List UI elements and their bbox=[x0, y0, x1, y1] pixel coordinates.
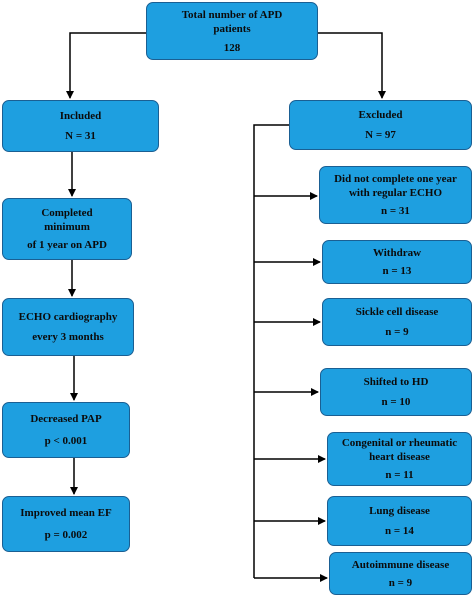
pap-line1: Decreased PAP bbox=[30, 413, 102, 425]
reason-congenital-heart-box: Congenital or rheumatic heart disease n … bbox=[327, 432, 472, 486]
reason-autoimmune-box: Autoimmune disease n = 9 bbox=[329, 552, 472, 595]
echo-line2: every 3 months bbox=[32, 331, 104, 343]
reason-congenital-line1: Congenital or rheumatic bbox=[341, 437, 458, 449]
improved-ef-box: Improved mean EF p = 0.002 bbox=[2, 496, 130, 552]
reason-congenital-line2: heart disease bbox=[369, 451, 430, 463]
completed-minimum-box: Completed minimum of 1 year on APD bbox=[2, 198, 132, 260]
reason-shifted-hd-box: Shifted to HD n = 10 bbox=[320, 368, 472, 416]
reason-sickle-count: n = 9 bbox=[385, 326, 409, 338]
total-patients-box: Total number of APD patients 128 bbox=[146, 2, 318, 60]
reason-one-year-count: n = 31 bbox=[381, 205, 410, 217]
reason-withdraw-label: Withdraw bbox=[372, 247, 422, 259]
pap-line2: p < 0.001 bbox=[44, 435, 88, 447]
reason-hd-label: Shifted to HD bbox=[363, 376, 429, 388]
completed-line1: Completed bbox=[41, 207, 93, 219]
reason-sickle-label: Sickle cell disease bbox=[355, 306, 439, 318]
excluded-title: Excluded bbox=[358, 109, 403, 121]
reason-lung-label: Lung disease bbox=[369, 505, 430, 517]
total-line2: patients bbox=[213, 22, 251, 35]
reason-one-year-line2: with regular ECHO bbox=[348, 187, 443, 199]
reason-autoimmune-count: n = 9 bbox=[388, 576, 413, 589]
reason-withdraw-count: n = 13 bbox=[382, 265, 412, 277]
total-line1: Total number of APD bbox=[181, 8, 283, 21]
echo-line1: ECHO cardiography bbox=[18, 311, 118, 323]
reason-lung-count: n = 14 bbox=[385, 525, 414, 537]
completed-line3: of 1 year on APD bbox=[27, 239, 107, 251]
excluded-count: N = 97 bbox=[365, 129, 396, 141]
connector-total-to-excluded bbox=[318, 32, 386, 99]
reason-one-year-echo-box: Did not complete one year with regular E… bbox=[319, 166, 472, 224]
total-count: 128 bbox=[223, 41, 241, 54]
reason-congenital-count: n = 11 bbox=[385, 469, 414, 481]
echo-cardiography-box: ECHO cardiography every 3 months bbox=[2, 298, 134, 356]
reason-sickle-cell-box: Sickle cell disease n = 9 bbox=[322, 298, 472, 346]
reason-autoimmune-label: Autoimmune disease bbox=[351, 558, 450, 571]
reason-one-year-line1: Did not complete one year bbox=[334, 173, 457, 185]
completed-line2: minimum bbox=[44, 221, 90, 233]
included-title: Included bbox=[59, 110, 102, 122]
excluded-box: Excluded N = 97 bbox=[289, 100, 472, 150]
ef-line2: p = 0.002 bbox=[44, 529, 88, 541]
decreased-pap-box: Decreased PAP p < 0.001 bbox=[2, 402, 130, 458]
reason-lung-disease-box: Lung disease n = 14 bbox=[327, 496, 472, 546]
connector-total-to-included bbox=[66, 32, 146, 99]
ef-line1: Improved mean EF bbox=[20, 507, 112, 519]
reason-withdraw-box: Withdraw n = 13 bbox=[322, 240, 472, 284]
connector-excluded-trunk bbox=[253, 124, 289, 578]
included-box: Included N = 31 bbox=[2, 100, 159, 152]
included-count: N = 31 bbox=[65, 130, 96, 142]
reason-hd-count: n = 10 bbox=[381, 396, 411, 408]
